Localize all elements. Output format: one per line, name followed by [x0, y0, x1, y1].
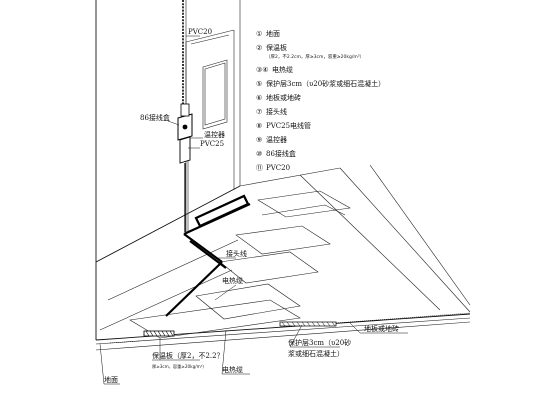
svg-text:PVC25电线管: PVC25电线管	[266, 121, 311, 130]
label-heating-cable: 电热缆	[222, 276, 243, 285]
insulation-hatch	[143, 330, 175, 337]
floor-tiles	[195, 190, 351, 320]
label-heating-cable-bottom: 电热缆	[222, 365, 243, 374]
tile-dots	[109, 312, 471, 344]
legend: ① 地面 ② 保温板 （厚2，不2.2cm，厚≥3cm，容重≥20kg/m³） …	[256, 29, 385, 172]
legend-item: ⑤ 保护层3cm（υ20砂浆或细石混凝土）	[256, 79, 385, 88]
svg-text:⑨: ⑨	[256, 136, 262, 144]
svg-text:⑧: ⑧	[256, 122, 262, 130]
svg-text:接头线: 接头线	[266, 107, 287, 116]
label-thermostat: 温控器	[204, 130, 225, 139]
legend-item: ⑦ 接头线	[256, 107, 287, 116]
svg-text:电热缆: 电热缆	[272, 65, 293, 74]
label-protect-layer-1: 保护层3cm（υ20砂	[288, 338, 351, 347]
junction-box-86	[177, 103, 193, 141]
svg-text:PVC20: PVC20	[266, 164, 290, 172]
svg-text:（厚2，不2.2cm，厚≥3cm，容重≥20kg/m³）: （厚2，不2.2cm，厚≥3cm，容重≥20kg/m³）	[266, 53, 364, 60]
protection-layer-hatch	[279, 321, 337, 327]
svg-text:②: ②	[256, 44, 262, 52]
legend-item: ⑧ PVC25电线管	[256, 121, 311, 130]
wall	[95, 0, 241, 340]
thermostat	[179, 136, 191, 164]
label-insulation-spec: 厚≥3cm，容重≥20kg/m³）	[152, 363, 207, 370]
callout-labels: PVC20 86接线盒 温控器 PVC25 接头线 电热缆 地板或地砖 保护层3…	[104, 28, 399, 384]
label-protect-layer-2: 浆或细石混凝土）	[288, 349, 344, 358]
label-pvc20: PVC20	[188, 28, 212, 36]
svg-text:①: ①	[256, 30, 262, 38]
label-86-box: 86接线盒	[140, 113, 170, 122]
legend-item: ⑥ 地板或地砖	[256, 93, 301, 102]
leader-lines	[99, 35, 408, 385]
svg-text:③④: ③④	[256, 66, 269, 74]
legend-item: ① 地面	[256, 29, 280, 38]
svg-text:保温板: 保温板	[266, 43, 287, 52]
svg-text:86接线盒: 86接线盒	[266, 149, 296, 158]
heating-cable-trench	[165, 194, 251, 317]
svg-text:⑥: ⑥	[256, 94, 262, 102]
svg-text:⑪: ⑪	[256, 164, 263, 172]
svg-text:温控器: 温控器	[266, 135, 287, 144]
label-insulation: 保温板（厚2，不2.2？	[152, 351, 224, 360]
svg-text:地面: 地面	[266, 29, 280, 38]
svg-text:地板或地砖: 地板或地砖	[266, 93, 301, 102]
svg-text:⑤: ⑤	[256, 80, 262, 88]
label-tail-wire: 接头线	[226, 249, 247, 258]
legend-item: ⑨ 温控器	[256, 135, 287, 144]
legend-item: ② 保温板 （厚2，不2.2cm，厚≥3cm，容重≥20kg/m³）	[256, 43, 364, 60]
pvc25-conduit	[184, 160, 189, 232]
legend-item: ⑪ PVC20	[256, 164, 290, 172]
label-floor-tile: 地板或地砖	[364, 324, 399, 333]
svg-text:⑦: ⑦	[256, 108, 262, 116]
label-pvc25: PVC25	[200, 140, 224, 148]
legend-item: ⑩ 86接线盒	[256, 149, 296, 158]
svg-text:⑩: ⑩	[256, 150, 262, 158]
label-ground: 地面	[104, 375, 118, 384]
legend-item: ③④ 电热缆	[256, 65, 293, 74]
svg-text:保护层3cm（υ20砂浆或细石混凝土）: 保护层3cm（υ20砂浆或细石混凝土）	[266, 79, 385, 88]
pvc20-conduit	[182, 0, 187, 104]
